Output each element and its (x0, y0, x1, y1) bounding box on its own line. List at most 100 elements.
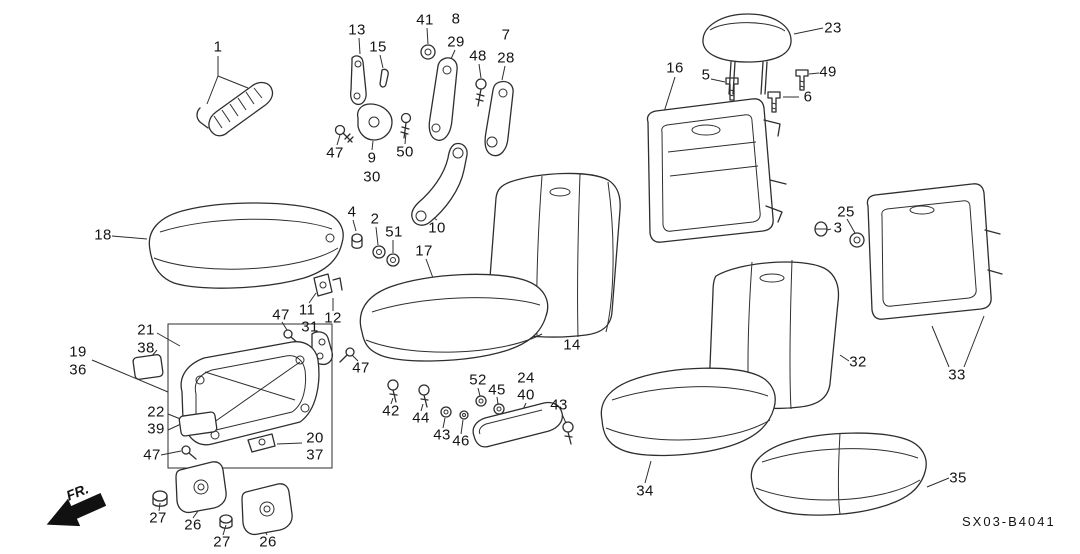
part-callout-41: 41 (416, 11, 434, 29)
part-seat-cushion-35 (750, 432, 927, 516)
part-callout-28: 28 (497, 49, 515, 67)
part-bolt-48 (475, 78, 487, 107)
part-callout-52: 52 (469, 371, 487, 389)
part-headrest-23 (702, 13, 792, 95)
part-callout-22: 22 (147, 403, 165, 421)
part-callout-24: 24 (517, 369, 535, 387)
part-callout-15: 15 (369, 38, 387, 56)
diagram-code: SX03-B4041 (962, 514, 1056, 529)
part-screw-47-bottom (181, 445, 197, 460)
part-screw-47-upper (334, 124, 354, 143)
part-callout-50: 50 (396, 143, 414, 161)
part-seat-cushion-18 (148, 202, 344, 289)
part-callout-20: 20 (306, 429, 324, 447)
part-link-arm-10 (411, 142, 468, 226)
part-callout-29: 29 (447, 33, 465, 51)
part-hinge-26-left (152, 461, 227, 514)
part-callout-47: 47 (352, 359, 370, 377)
part-seatback-frame-16 (646, 98, 787, 243)
part-callout-31: 31 (301, 318, 319, 336)
part-callout-46: 46 (452, 432, 470, 450)
part-callout-10: 10 (428, 219, 446, 237)
part-screw-47-right (339, 347, 355, 363)
part-callout-39: 39 (147, 420, 165, 438)
part-armrest-24-40 (472, 401, 564, 448)
part-callout-32: 32 (849, 353, 867, 371)
part-seat-cushion-34 (600, 367, 776, 457)
leader-lines (91, 27, 985, 536)
part-ring-2 (372, 245, 386, 259)
part-callout-13: 13 (348, 21, 366, 39)
part-callout-25: 25 (837, 203, 855, 221)
part-seatback-frame-33 (866, 183, 1003, 320)
part-cover-9-30 (356, 103, 393, 141)
part-ring-25 (849, 232, 865, 248)
part-callout-19: 19 (69, 343, 87, 361)
part-frame-assembly-19-36 (132, 323, 333, 469)
part-seat-cushion-17 (359, 273, 549, 362)
part-callout-30: 30 (363, 168, 381, 186)
part-callout-47: 47 (326, 144, 344, 162)
part-callout-27: 27 (213, 533, 231, 551)
part-callout-3: 3 (833, 219, 843, 237)
part-screw-50 (400, 112, 412, 139)
part-callout-37: 37 (306, 446, 324, 464)
part-hinge-26-right (219, 483, 293, 536)
part-bracket-8-29 (428, 57, 458, 141)
part-bushing-4 (351, 233, 363, 249)
part-callout-14: 14 (563, 336, 581, 354)
part-callout-26: 26 (259, 533, 277, 551)
part-bolt-5 (725, 77, 739, 101)
part-callout-6: 6 (803, 88, 813, 106)
part-lever-13 (350, 55, 389, 106)
part-grommet-45 (493, 403, 505, 415)
part-callout-9: 9 (367, 149, 377, 167)
part-callout-5: 5 (701, 66, 711, 84)
part-callout-43: 43 (550, 396, 568, 414)
part-clip-3 (814, 221, 828, 237)
part-washer-52 (475, 395, 487, 407)
part-callout-8: 8 (451, 10, 461, 28)
part-bolt-49 (795, 69, 809, 91)
part-callout-38: 38 (137, 339, 155, 357)
part-callout-44: 44 (412, 409, 430, 427)
part-bolt-43-right (562, 421, 574, 445)
part-callout-23: 23 (824, 19, 842, 37)
part-callout-47: 47 (272, 306, 290, 324)
part-bolt-44 (418, 384, 430, 408)
part-callout-17: 17 (415, 242, 433, 260)
part-nut-43-left (440, 406, 452, 418)
part-callout-42: 42 (382, 402, 400, 420)
part-callout-35: 35 (949, 469, 967, 487)
part-callout-43: 43 (433, 426, 451, 444)
part-callout-36: 36 (69, 361, 87, 379)
part-bracket-11-12 (313, 273, 343, 297)
fr-direction-arrow (46, 492, 107, 527)
part-callout-33: 33 (948, 366, 966, 384)
part-ring-51 (386, 253, 400, 267)
part-bracket-7-28 (484, 80, 514, 157)
part-callout-16: 16 (666, 59, 684, 77)
part-callout-21: 21 (137, 321, 155, 339)
part-callout-12: 12 (324, 309, 342, 327)
part-bolt-6 (767, 91, 781, 113)
part-nut-41 (420, 44, 436, 60)
part-callout-2: 2 (370, 210, 380, 228)
part-callout-27: 27 (149, 509, 167, 527)
part-callout-18: 18 (94, 226, 112, 244)
part-callout-47: 47 (143, 446, 161, 464)
part-washer-46 (459, 410, 469, 420)
part-callout-45: 45 (488, 381, 506, 399)
part-callout-26: 26 (184, 516, 202, 534)
part-callout-40: 40 (517, 386, 535, 404)
part-callout-48: 48 (469, 47, 487, 65)
part-callout-49: 49 (819, 63, 837, 81)
part-callout-11: 11 (298, 301, 316, 319)
part-callout-4: 4 (347, 203, 357, 221)
part-bolt-42 (387, 379, 399, 403)
part-callout-7: 7 (501, 26, 511, 44)
part-callout-1: 1 (213, 38, 223, 56)
part-callout-34: 34 (636, 482, 654, 500)
